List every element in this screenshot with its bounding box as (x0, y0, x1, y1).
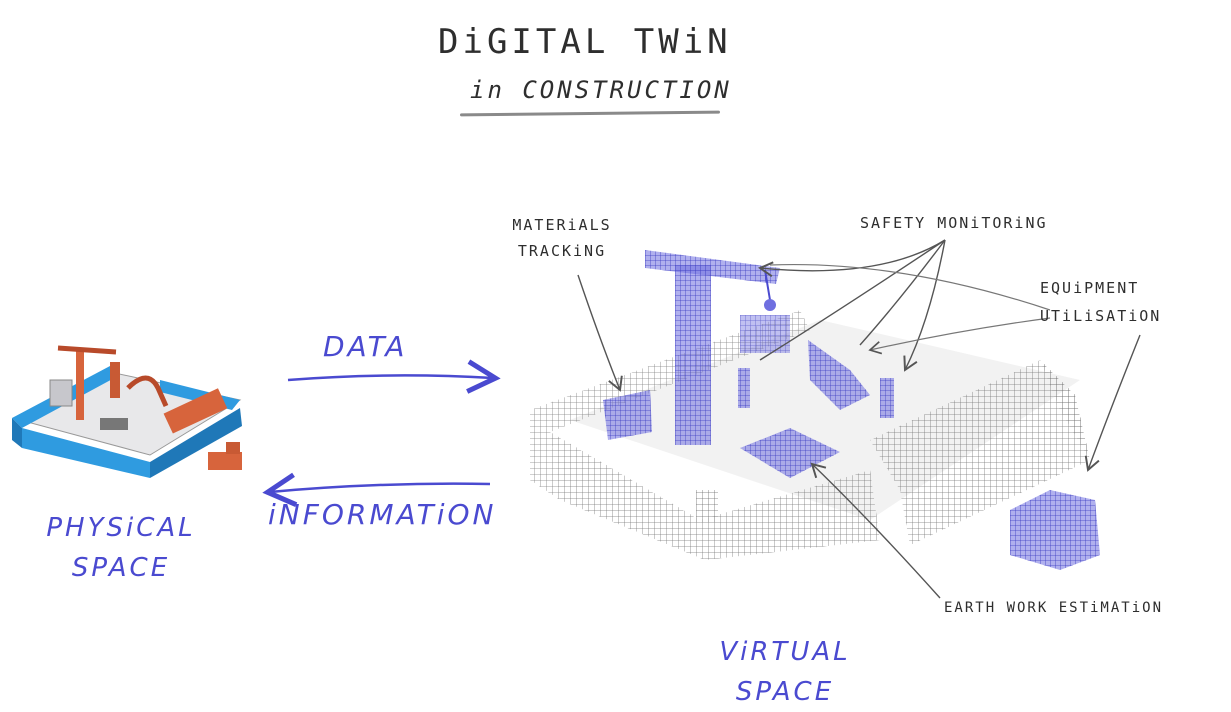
diagram-subtitle: in CONSTRUCTION (470, 76, 732, 104)
virtual-space-label: ViRTUAL SPACE (700, 632, 870, 712)
data-flow-label: DATA (323, 330, 408, 363)
materials-line1: MATERiALS (512, 216, 612, 234)
physical-space-label: PHYSiCAL SPACE (36, 508, 206, 588)
diagram-title: DiGITAL TWiN (438, 22, 732, 62)
physical-site-illustration (12, 345, 242, 478)
materials-line2: TRACKiNG (517, 242, 607, 260)
virtual-space-line2: SPACE (735, 677, 835, 707)
safety-monitoring-annotation: SAFETY MONiTORiNG (860, 214, 1048, 232)
virtual-space-line1: ViRTUAL (719, 637, 851, 667)
earthwork-estimation-annotation: EARTH WORK ESTiMATiON (944, 600, 1164, 616)
physical-space-line2: SPACE (71, 553, 171, 583)
virtual-site-illustration (530, 250, 1100, 570)
physical-space-line1: PHYSiCAL (46, 513, 196, 543)
equipment-line2: UTiLiSATiON (1040, 307, 1162, 325)
information-flow-label: iNFORMATiON (268, 498, 497, 531)
data-flow-arrow (287, 375, 493, 380)
materials-tracking-annotation: MATERiALS TRACKiNG (492, 212, 632, 264)
annotation-leaders (577, 239, 1141, 599)
equipment-utilisation-annotation: EQUiPMENT UTiLiSATiON (1040, 274, 1220, 330)
information-flow-arrow (270, 484, 491, 492)
equipment-line1: EQUiPMENT (1040, 279, 1140, 297)
